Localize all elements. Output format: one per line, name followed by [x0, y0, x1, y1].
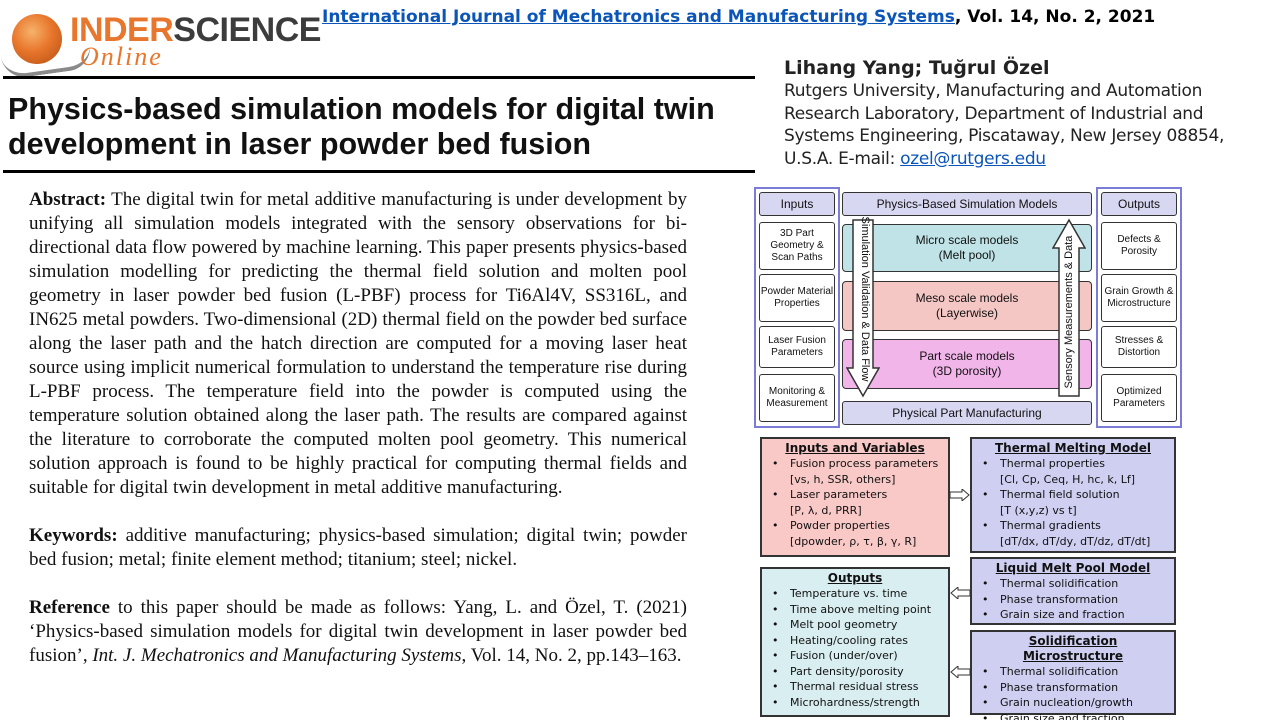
panel-item: Heating/cooling rates [768, 633, 942, 649]
right-arrow-icon [950, 489, 970, 501]
author-block: Lihang Yang; Tuğrul Özel Rutgers Univers… [784, 56, 1264, 170]
title-rule-bottom [3, 170, 755, 173]
author-names: Lihang Yang; Tuğrul Özel [784, 57, 1050, 79]
outputs-header: Outputs [1101, 192, 1177, 216]
center-header: Physics-Based Simulation Models [842, 192, 1092, 216]
globe-icon [12, 14, 62, 64]
journal-link[interactable]: International Journal of Mechatronics an… [322, 7, 955, 27]
panel-item: Thermal properties [978, 456, 1168, 472]
thermal-melting-title: Thermal Melting Model [994, 441, 1152, 455]
reference-label: Reference [29, 597, 110, 618]
part-scale-box: Part scale models (3D porosity) [842, 339, 1092, 389]
author-affiliation: Rutgers University, Manufacturing and Au… [784, 80, 1264, 170]
panel-item: Time above melting point [768, 602, 942, 618]
reference-journal: Int. J. Mechatronics and Manufacturing S… [92, 645, 462, 666]
meso-scale-box: Meso scale models (Layerwise) [842, 281, 1092, 331]
inputs-variables-panel: Inputs and Variables Fusion process para… [760, 437, 950, 557]
input-box-geometry: 3D Part Geometry & Scan Paths [759, 222, 835, 270]
logo-online: Online [80, 42, 163, 71]
right-arrow-label: Sensory Measurements & Data [1063, 235, 1075, 389]
keywords-label: Keywords: [29, 525, 118, 546]
reference-paragraph: Reference to this paper should be made a… [29, 596, 687, 668]
outputs-title: Outputs [827, 571, 883, 585]
inputs-header: Inputs [759, 192, 835, 216]
meso-title: Meso scale models [915, 291, 1019, 305]
solidification-title: Solidification Microstructure [1022, 634, 1124, 663]
panel-subitem: [P, λ, d, PRR] [790, 503, 862, 517]
panel-item: Grain size and fraction [978, 711, 1168, 720]
panel-item: Phase transformation [978, 592, 1168, 608]
thermal-melting-panel: Thermal Melting Model Thermal properties… [970, 437, 1176, 553]
physical-part-box: Physical Part Manufacturing [842, 401, 1092, 425]
panel-subitem: [dpowder, ρ, τ, β, γ, R] [790, 534, 917, 548]
panel-item: Fusion (under/over) [768, 648, 942, 664]
outputs-panel: Outputs Temperature vs. time Time above … [760, 567, 950, 717]
micro-scale-box: Micro scale models (Melt pool) [842, 224, 1092, 272]
panel-item: Microhardness/strength [768, 695, 942, 711]
keywords-paragraph: Keywords: additive manufacturing; physic… [29, 524, 687, 572]
panel-item: Temperature vs. time [768, 586, 942, 602]
paper-title: Physics-based simulation models for digi… [8, 92, 715, 161]
solidification-panel: Solidification Microstructure Thermal so… [970, 630, 1176, 720]
panel-item: Thermal gradients [978, 518, 1168, 534]
panel-subitem: [Cl, Cp, Ceq, H, hc, k, Lf] [1000, 472, 1136, 486]
reference-pages: , Vol. 14, No. 2, pp.143–163. [461, 645, 682, 666]
left-arrow-icon [950, 587, 970, 599]
panel-subitem: [T (x,y,z) vs t] [1000, 503, 1077, 517]
reference-text: to this paper should be made as follows:… [29, 597, 687, 666]
journal-citation: International Journal of Mechatronics an… [322, 7, 1155, 27]
output-box-optimized: Optimized Parameters [1101, 374, 1177, 422]
panel-item: Thermal solidification [978, 576, 1168, 592]
part-sub: (3D porosity) [932, 364, 1002, 378]
panel-item: Laser parameters [768, 487, 942, 503]
panel-item: Thermal field solution [978, 487, 1168, 503]
panel-item: Melt pool geometry [768, 617, 942, 633]
output-box-grain: Grain Growth & Microstructure [1101, 274, 1177, 322]
down-arrow-icon [846, 219, 880, 398]
panel-item: Part density/porosity [768, 664, 942, 680]
journal-issue: , Vol. 14, No. 2, 2021 [954, 7, 1156, 27]
panel-item: Thermal residual stress [768, 679, 942, 695]
output-box-defects: Defects & Porosity [1101, 222, 1177, 270]
abstract-block: Abstract: The digital twin for metal add… [29, 188, 687, 692]
micro-title: Micro scale models [915, 233, 1019, 247]
panel-item: Fusion process parameters [768, 456, 942, 472]
keywords-text: additive manufacturing; physics-based si… [29, 525, 687, 570]
affiliation-text: Rutgers University, Manufacturing and Au… [784, 81, 1225, 169]
up-arrow-icon [1052, 218, 1086, 397]
micro-sub: (Melt pool) [938, 248, 996, 262]
liquid-melt-pool-title: Liquid Melt Pool Model [995, 561, 1151, 575]
input-box-monitoring: Monitoring & Measurement [759, 374, 835, 422]
meso-sub: (Layerwise) [935, 306, 998, 320]
left-arrow-label: Simulation Validation & Data Flow [859, 216, 871, 382]
author-email-link[interactable]: ozel@rutgers.edu [900, 148, 1046, 169]
panel-subitem: [vs, h, SSR, others] [790, 472, 896, 486]
abstract-text: The digital twin for metal additive manu… [29, 189, 687, 498]
panel-item: Thermal solidification [978, 664, 1168, 680]
panel-item: Phase transformation [978, 680, 1168, 696]
title-rule-top [3, 76, 755, 79]
panel-item: Grain size and fraction [978, 607, 1168, 623]
panel-item: Powder properties [768, 518, 942, 534]
output-box-stresses: Stresses & Distortion [1101, 326, 1177, 368]
logo-wordmark: INDERSCIENCE [70, 11, 321, 49]
input-box-powder: Powder Material Properties [759, 274, 835, 322]
abstract-label: Abstract: [29, 189, 107, 210]
inputs-variables-title: Inputs and Variables [785, 441, 925, 455]
panel-item: Grain nucleation/growth [978, 695, 1168, 711]
abstract-paragraph: Abstract: The digital twin for metal add… [29, 188, 687, 500]
part-title: Part scale models [919, 349, 1015, 363]
panel-subitem: [dT/dx, dT/dy, dT/dz, dT/dt] [1000, 534, 1151, 548]
input-box-laser: Laser Fusion Parameters [759, 326, 835, 368]
inderscience-logo[interactable]: INDERSCIENCE Online [0, 10, 321, 81]
left-arrow-icon [950, 666, 970, 678]
liquid-melt-pool-panel: Liquid Melt Pool Model Thermal solidific… [970, 557, 1176, 625]
